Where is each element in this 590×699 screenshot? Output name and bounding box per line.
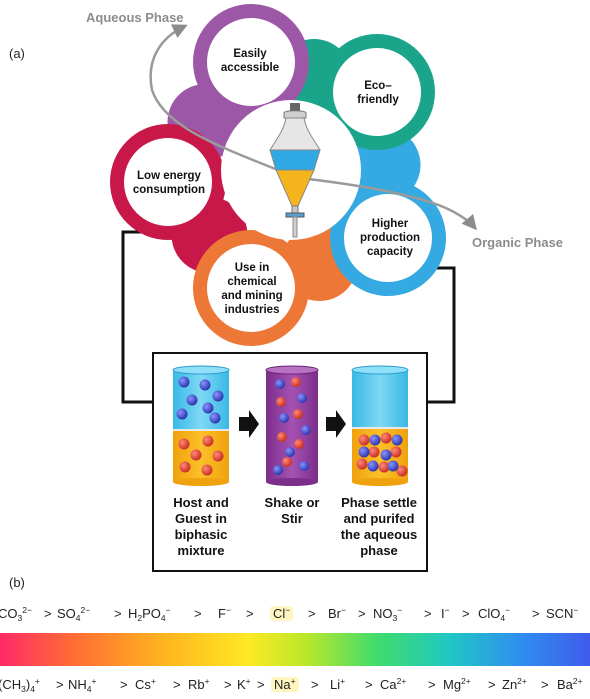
cation-ion: Ba2+ [557,676,583,692]
cation-ion: K+ [237,676,251,692]
anion-ion: H2PO4− [128,605,171,623]
aqueous-phase-label: Aqueous Phase [86,10,184,25]
cation-ion: NH4+ [68,676,97,694]
aqueous-phase-arrow [149,24,291,177]
cation-ion: Li+ [330,676,346,692]
ring-circle-low-energy-consumption [124,138,212,226]
anion-greater-than: > [44,606,52,621]
anion-ion: Cl− [270,606,294,621]
anion-ion: Br− [328,605,346,621]
advantages-ring [110,4,446,346]
anion-ion: F− [218,605,231,621]
ring-circle-chemical-mining-use [207,244,295,332]
ring-circle-eco-friendly [333,48,421,136]
shaken-mixture-tube-icon [265,365,319,486]
anion-ion: CO32− [0,605,32,623]
cation-ion: (CH3)4+ [0,676,40,694]
cation-ion: Cs+ [135,676,156,692]
selectivity-gradient-bar [0,633,590,666]
organic-phase-label: Organic Phase [472,235,564,250]
cation-ion: Zn2+ [502,676,527,692]
cation-ion: Ca2+ [380,676,407,692]
cation-greater-than: > [428,677,436,692]
panel-b-label: (b) [9,575,25,590]
cation-greater-than: > [311,677,319,692]
cation-ion: Na+ [271,677,299,692]
anion-greater-than: > [114,606,122,621]
anion-greater-than: > [532,606,540,621]
cation-greater-than: > [173,677,181,692]
biphasic-mixture-tube-icon [172,365,230,486]
cation-greater-than: > [56,677,64,692]
cation-greater-than: > [541,677,549,692]
cation-series: (CH3)4+ NH4+ Cs+ Rb+ K+ Na+ Li+ Ca2+ Mg2+ Zn2+ Ba2… [0,677,590,697]
anion-greater-than: > [308,606,316,621]
ring-circle-higher-production-capacity [344,194,432,282]
ring-circle-easily-accessible [207,18,295,106]
cation-greater-than: > [120,677,128,692]
advantage-eco-friendly: Eco–friendly [357,80,399,106]
cation-greater-than: > [224,677,232,692]
anion-greater-than: > [424,606,432,621]
anion-greater-than: > [194,606,202,621]
anion-ion: NO3− [373,605,403,623]
anion-ion: I− [441,605,450,621]
panel-a-label: (a) [9,46,25,61]
anion-ion: ClO4− [478,605,511,623]
cation-greater-than: > [365,677,373,692]
separatory-funnel-icon [269,103,321,238]
anion-ion: SO42− [57,605,91,623]
cation-greater-than: > [257,677,265,692]
settled-phases-tube-icon [351,365,409,486]
cation-ion: Mg2+ [443,676,471,692]
anion-greater-than: > [462,606,470,621]
anion-ion: SCN− [546,605,579,621]
anion-series: CO32− SO42− H2PO4− F− Cl− Br− NO3− I− ClO4− SCN− >… [0,606,590,626]
organic-phase-arrow [299,176,477,231]
anion-greater-than: > [358,606,366,621]
process-arrow-2-icon [326,410,346,438]
process-arrow-1-icon [239,410,259,438]
cation-ion: Rb+ [188,676,210,692]
cation-greater-than: > [488,677,496,692]
anion-greater-than: > [246,606,254,621]
